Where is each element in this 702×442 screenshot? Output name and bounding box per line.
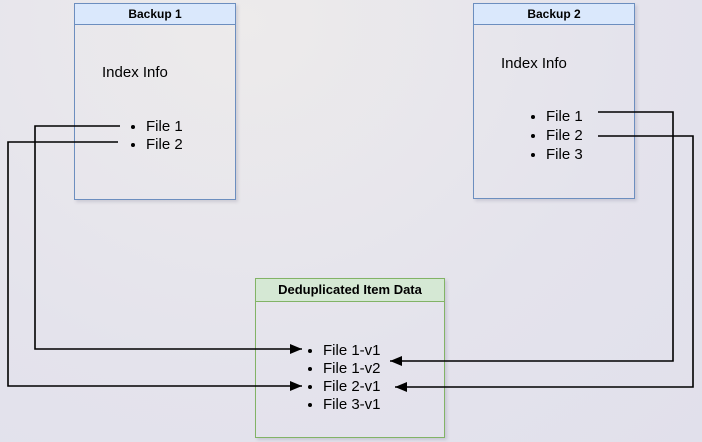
deduplicated-item-data-box: Deduplicated Item Data File 1-v1File 1-v… (255, 278, 445, 438)
list-item: File 1-v1 (323, 342, 381, 360)
backup2-index-info-label: Index Info (501, 55, 567, 72)
backup1-title: Backup 1 (75, 4, 235, 25)
list-item: File 2 (146, 136, 183, 154)
list-item: File 2 (546, 126, 583, 145)
backup1-file-list: File 1File 2 (129, 118, 183, 154)
dedup-title: Deduplicated Item Data (256, 279, 444, 302)
backup1-box: Backup 1 Index Info File 1File 2 (74, 3, 236, 200)
list-item: File 2-v1 (323, 378, 381, 396)
dedup-file-list: File 1-v1File 1-v2File 2-v1File 3-v1 (306, 342, 381, 414)
list-item: File 1 (146, 118, 183, 136)
backup2-title: Backup 2 (474, 4, 634, 25)
list-item: File 3 (546, 145, 583, 164)
list-item: File 1-v2 (323, 360, 381, 378)
backup2-file-list: File 1File 2File 3 (529, 107, 583, 164)
list-item: File 1 (546, 107, 583, 126)
list-item: File 3-v1 (323, 396, 381, 414)
backup1-index-info-label: Index Info (102, 64, 168, 81)
backup2-box: Backup 2 Index Info File 1File 2File 3 (473, 3, 635, 199)
